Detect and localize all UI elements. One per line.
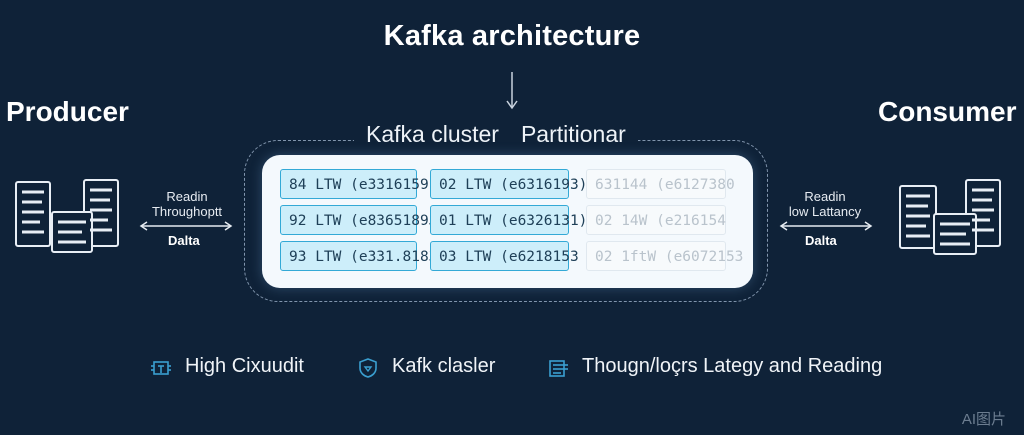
producer-data-label: Dalta	[168, 233, 200, 248]
producer-title: Producer	[6, 96, 129, 127]
partition-cell: 03 LTW (e6218153	[430, 241, 579, 271]
shield-icon	[359, 358, 377, 378]
consumer-text-line2: low Lattancy	[788, 204, 862, 219]
cluster-label: Kafka cluster Partitionar	[354, 121, 638, 148]
watermark: AI图片	[961, 411, 1006, 428]
partition-cell: 92 LTW (e8365189J	[280, 205, 437, 235]
chip-icon	[151, 361, 171, 375]
partition-cell: 631144 (e6127380	[586, 169, 735, 199]
documents-icon	[899, 179, 1001, 255]
cluster-label-part2: Partitionar	[520, 121, 626, 147]
partition-cell: 93 LTW (e331.81833	[280, 241, 446, 271]
arrow-down-icon	[506, 72, 518, 110]
producer-text-line1: Readin	[166, 189, 208, 204]
feature-label: Kafk clasler	[392, 355, 496, 377]
feature-label: High Cixuudit	[185, 355, 304, 377]
partition-cell: 01 LTW (e6326131)	[430, 205, 587, 235]
documents-icon	[15, 179, 119, 253]
bidirectional-arrow-icon	[139, 221, 233, 231]
feature-label: Thougn/loçrs Lategy and Reading	[582, 355, 883, 377]
page-title: Kafka architecture	[383, 20, 641, 52]
cluster-label-part1: Kafka cluster	[366, 121, 499, 147]
bidirectional-arrow-icon	[779, 221, 873, 231]
partition-cell: 02 14W (e216154	[586, 205, 726, 235]
consumer-text-line1: Readin	[804, 189, 846, 204]
consumer-data-label: Dalta	[805, 233, 837, 248]
partition-cell: 84 LTW (e33161591	[280, 169, 437, 199]
partition-cell: 02 1ftW (e6072153	[586, 241, 743, 271]
consumer-title: Consumer	[878, 96, 1017, 127]
partition-panel: 84 LTW (e33161591 92 LTW (e8365189J 93 L…	[262, 155, 753, 288]
producer-text-line2: Throughoptt	[151, 204, 223, 219]
list-icon	[549, 360, 568, 377]
partition-cell: 02 LTW (e6316193)	[430, 169, 587, 199]
